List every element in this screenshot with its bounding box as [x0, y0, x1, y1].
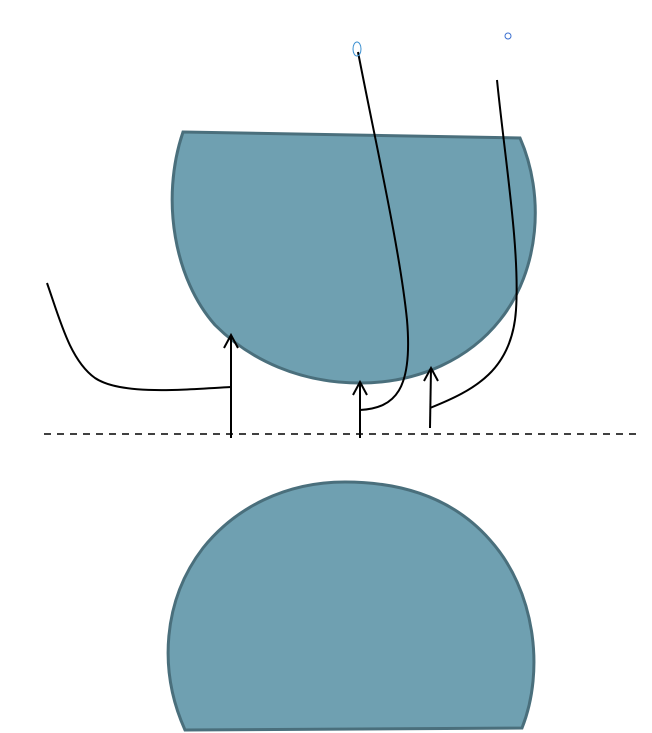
upper-half-disc — [170, 130, 537, 385]
right-arrowhead-icon — [423, 365, 439, 382]
middle-arrowhead-icon — [352, 379, 368, 396]
right-arrow-shaft — [429, 367, 432, 429]
left-arrowhead-icon — [223, 332, 239, 349]
lower-half-disc — [166, 480, 536, 732]
marker-ellipse-icon — [352, 41, 362, 57]
right-curve-line — [429, 79, 518, 409]
middle-curve-line — [357, 51, 410, 411]
left-curve-line — [46, 282, 232, 392]
marker-star-icon — [504, 32, 512, 40]
